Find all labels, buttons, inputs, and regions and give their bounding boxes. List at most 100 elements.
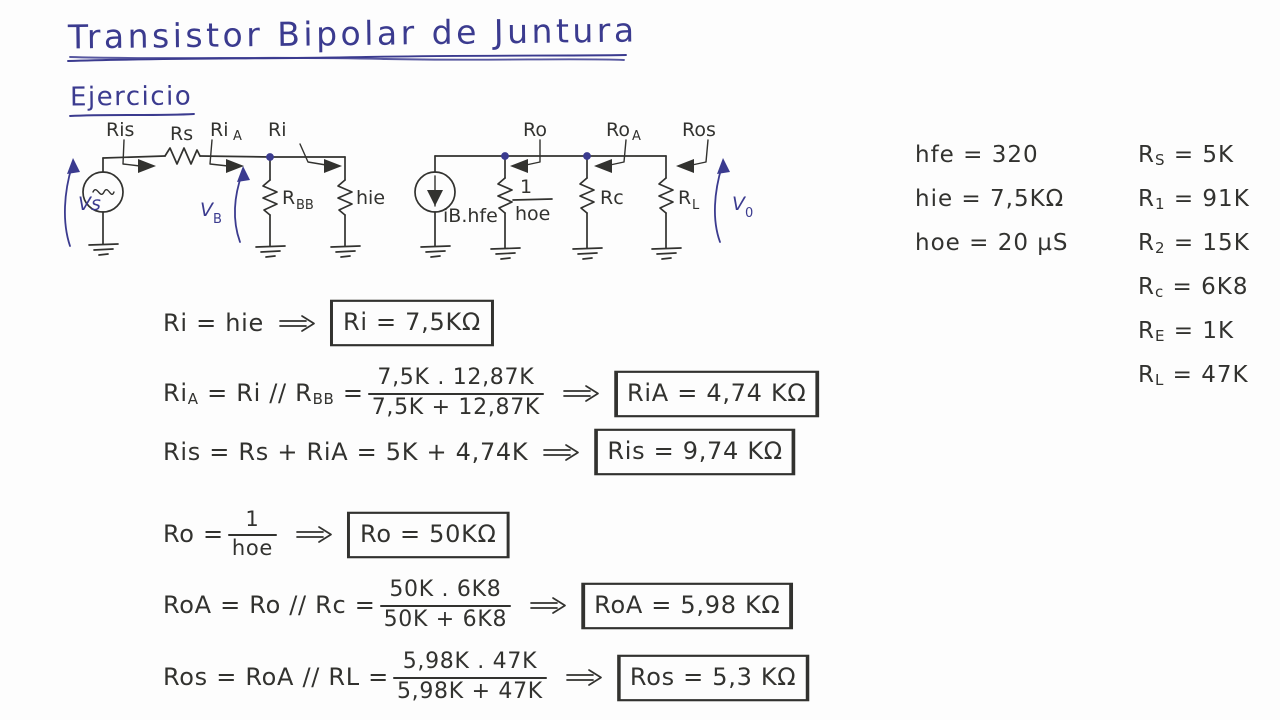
ac-source-vs bbox=[82, 157, 124, 245]
svg-text:0: 0 bbox=[745, 206, 753, 221]
param-rl: RL = 47K bbox=[1138, 362, 1249, 389]
derivation-ri-lhs: Ri = hie bbox=[163, 308, 264, 337]
ground-symbol-source bbox=[88, 243, 119, 256]
derivation-ria-lhs: RiA = Ri // RBB = bbox=[163, 378, 364, 408]
input-top-rail bbox=[102, 155, 346, 159]
derivation-ris: Ris = Rs + RiA = 5K + 4,74K Ris = 9,74 K… bbox=[163, 428, 796, 476]
implies-arrow-icon bbox=[562, 383, 602, 403]
label-leader-ro bbox=[510, 139, 541, 173]
parameter-list-resistors: RS = 5K R1 = 91K R2 = 15K Rc = 6K8 RE = … bbox=[1138, 142, 1250, 406]
fraction-ros: 5,98K . 47K 5,98K + 47K bbox=[392, 649, 547, 704]
result-box-roa: RoA = 5,98 KΩ bbox=[581, 582, 794, 629]
svg-text:Ri: Ri bbox=[210, 119, 228, 141]
vs-measure-arrow bbox=[64, 158, 80, 247]
svg-text:V: V bbox=[732, 193, 747, 215]
parameter-list-hparams: hfe = 320 hie = 7,5KΩ hoe = 20 µS bbox=[915, 142, 1069, 274]
circuit-label-ris: Ris bbox=[106, 119, 134, 141]
param-hfe: hfe = 320 bbox=[915, 142, 1039, 168]
label-leader-ros bbox=[676, 139, 709, 173]
label-leader-ris bbox=[122, 139, 156, 173]
circuit-label-ibhfe: iB.hfe bbox=[443, 205, 498, 227]
derivation-ria: RiA = Ri // RBB = 7,5K . 12,87K 7,5K + 1… bbox=[163, 365, 820, 420]
fraction-roa: 50K . 6K8 50K + 6K8 bbox=[379, 577, 512, 632]
derivation-ros: Ros = RoA // RL = 5,98K . 47K 5,98K + 47… bbox=[163, 649, 810, 704]
circuit-label-ri: Ri bbox=[268, 119, 286, 141]
implies-arrow-icon bbox=[278, 313, 318, 333]
implies-arrow-icon bbox=[565, 667, 605, 687]
circuit-label-vb: V B bbox=[200, 199, 222, 227]
fraction-bar bbox=[392, 676, 547, 679]
fraction-bar bbox=[379, 604, 512, 607]
circuit-label-vo: V 0 bbox=[732, 193, 753, 221]
circuit-label-vs: Vs bbox=[78, 193, 101, 215]
circuit-label-ros: Ros bbox=[682, 119, 716, 141]
circuit-label-ria: Ri A bbox=[210, 119, 242, 144]
fraction-bar bbox=[227, 533, 278, 536]
derivation-ri: Ri = hie Ri = 7,5KΩ bbox=[163, 299, 494, 347]
circuit-label-one-over-hoe: 1 hoe bbox=[512, 176, 553, 225]
hie-branch bbox=[330, 156, 361, 258]
svg-text:L: L bbox=[692, 198, 700, 213]
page-title: Transistor Bipolar de Juntura bbox=[67, 10, 638, 57]
title-underline bbox=[67, 54, 627, 62]
vo-measure-arrow bbox=[714, 158, 730, 243]
rc-branch bbox=[572, 155, 603, 260]
derivation-ros-lhs: Ros = RoA // RL = bbox=[163, 663, 389, 692]
derivation-ro: Ro = 1 hoe Ro = 50KΩ bbox=[163, 507, 510, 560]
svg-text:B: B bbox=[213, 212, 222, 227]
svg-text:R: R bbox=[678, 187, 691, 209]
rl-branch bbox=[651, 155, 682, 260]
implies-arrow-icon bbox=[295, 524, 335, 544]
circuit-label-hie: hie bbox=[356, 187, 385, 209]
param-rs: RS = 5K bbox=[1138, 142, 1235, 169]
svg-text:V: V bbox=[200, 199, 215, 221]
param-hoe: hoe = 20 µS bbox=[915, 230, 1069, 256]
svg-text:BB: BB bbox=[296, 198, 314, 213]
circuit-label-rl: R L bbox=[678, 187, 700, 213]
circuit-label-rc: Rc bbox=[600, 187, 624, 209]
circuit-label-rs: Rs bbox=[170, 123, 193, 145]
param-r1: R1 = 91K bbox=[1138, 186, 1250, 213]
result-box-ri: Ri = 7,5KΩ bbox=[329, 299, 494, 347]
svg-text:A: A bbox=[233, 129, 242, 144]
circuit-label-roa: Ro A bbox=[606, 119, 641, 144]
svg-text:1: 1 bbox=[520, 176, 532, 198]
svg-text:A: A bbox=[632, 129, 641, 144]
current-source-ibhfe bbox=[414, 155, 456, 258]
node-dot-out-2 bbox=[583, 152, 591, 160]
svg-text:Ro: Ro bbox=[606, 119, 630, 141]
implies-arrow-icon bbox=[529, 595, 569, 615]
param-hie: hie = 7,5KΩ bbox=[915, 186, 1065, 212]
svg-text:Vs: Vs bbox=[78, 193, 101, 215]
fraction-ro: 1 hoe bbox=[227, 507, 278, 560]
label-leader-roa bbox=[594, 139, 627, 173]
derivation-roa: RoA = Ro // Rc = 50K . 6K8 50K + 6K8 RoA… bbox=[163, 577, 794, 632]
derivation-roa-lhs: RoA = Ro // Rc = bbox=[163, 591, 376, 620]
rbb-branch bbox=[255, 156, 286, 258]
result-box-ros: Ros = 5,3 KΩ bbox=[617, 654, 810, 701]
node-dot-base bbox=[266, 153, 274, 161]
param-rc: Rc = 6K8 bbox=[1138, 274, 1249, 301]
rs-resistor-symbol bbox=[164, 147, 201, 165]
subtitle-underline bbox=[69, 113, 195, 117]
result-box-ris: Ris = 9,74 KΩ bbox=[594, 428, 796, 476]
result-box-ria: RiA = 4,74 KΩ bbox=[614, 370, 820, 417]
fraction-bar bbox=[367, 392, 545, 395]
fraction-ria: 7,5K . 12,87K 7,5K + 12,87K bbox=[367, 365, 545, 420]
implies-arrow-icon bbox=[542, 442, 582, 462]
circuit-diagram: Ris Rs Ri A Ri R BB hie Vs V B bbox=[64, 119, 753, 260]
circuit-label-ro: Ro bbox=[523, 119, 547, 141]
vb-measure-arrow bbox=[234, 166, 250, 243]
result-box-ro: Ro = 50KΩ bbox=[347, 511, 510, 558]
param-r2: R2 = 15K bbox=[1138, 230, 1250, 257]
label-leader-ria bbox=[209, 139, 244, 173]
param-re: RE = 1K bbox=[1138, 318, 1235, 345]
subtitle: Ejercicio bbox=[69, 81, 193, 113]
node-dot-out-1 bbox=[501, 152, 509, 160]
svg-text:hoe: hoe bbox=[515, 203, 550, 225]
svg-text:R: R bbox=[282, 187, 295, 209]
derivation-ris-lhs: Ris = Rs + RiA = 5K + 4,74K bbox=[163, 437, 529, 466]
label-leader-ri bbox=[299, 143, 342, 173]
circuit-label-rbb: R BB bbox=[282, 187, 314, 213]
